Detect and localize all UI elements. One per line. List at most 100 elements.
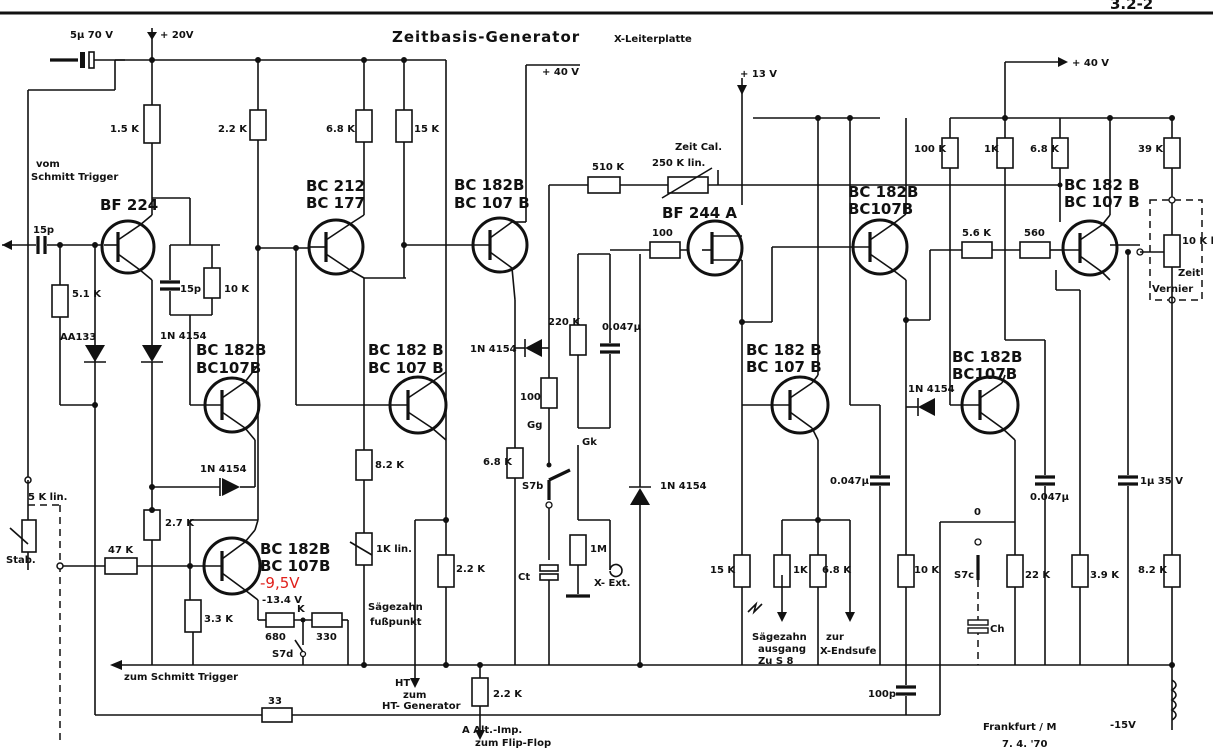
- schmitt-input-label: Schmitt Trigger: [31, 172, 118, 183]
- transistor-q11: BC 182 B BC 107 B: [1061, 176, 1140, 277]
- x-ext-label: X- Ext.: [594, 578, 630, 589]
- pot-1k-label: 1K lin.: [376, 544, 412, 555]
- diode-a-label: 1N 4154: [160, 331, 207, 342]
- q4-label: BF 244 A: [662, 204, 737, 222]
- res-560: [1019, 241, 1051, 259]
- saeg-out-label1: Sägezahn: [752, 632, 807, 643]
- res-330: [311, 612, 343, 628]
- cap-15p-input-label: 15p: [33, 225, 54, 236]
- diagram-title: Zeitbasis-Generator: [392, 28, 580, 46]
- x-endstufe-label: X-Endsufe: [820, 646, 877, 657]
- res-680-label: 680: [265, 632, 286, 643]
- zum-schmitt-label: zum Schmitt Trigger: [124, 672, 238, 683]
- res-2k7: [143, 509, 161, 541]
- q8-label2: BC 107 B: [368, 359, 444, 377]
- q9-label2: BC107B: [848, 200, 913, 218]
- transistor-q3: BC 182B BC 107 B: [452, 176, 530, 274]
- vernier-box: [1149, 199, 1203, 301]
- q3-label1: BC 182B: [454, 176, 524, 194]
- footer-place: Frankfurt / M: [983, 722, 1056, 733]
- pot-5k-lin: [21, 519, 37, 553]
- saeg-out-label3: Zu S 8: [758, 656, 794, 667]
- vom-label: vom: [36, 159, 60, 170]
- rail-40v-label-a: + 40 V: [542, 67, 579, 78]
- q6-label2: BC 107 B: [746, 358, 822, 376]
- q10-label2: BC107B: [952, 365, 1017, 383]
- res-2k2-b: [437, 554, 455, 588]
- res-100-a: [540, 377, 558, 409]
- res-39k: [1163, 137, 1181, 169]
- res-3k9: [1071, 554, 1089, 588]
- stab-label: Stab.: [6, 555, 36, 566]
- transistor-q6: BC 182 B BC 107 B: [742, 341, 830, 435]
- res-15k-a: [395, 109, 413, 143]
- diode-1n4154-a: [142, 345, 162, 362]
- res-6k8-a: [355, 109, 373, 143]
- res-5k1: [51, 284, 69, 318]
- diode-d-label: 1N 4154: [660, 481, 707, 492]
- saeg-out-label2: ausgang: [758, 644, 806, 655]
- supply-minus15-label: -15V: [1110, 720, 1136, 731]
- saegezahn-label: Sägezahn: [368, 602, 423, 613]
- alt-imp-label: A Alt.-Imp.: [462, 725, 522, 736]
- transistor-q2-bc212: BC 212 BC 177: [306, 177, 365, 276]
- res-5k6-label: 5.6 K: [962, 228, 992, 239]
- cap-15p-label: 15p: [180, 284, 201, 295]
- transistor-q9: BC 182B BC107B: [772, 183, 918, 276]
- rail-40v-label-b: + 40 V: [1072, 58, 1109, 69]
- res-10k-b-label: 10 K: [914, 565, 940, 576]
- ht-label: HT: [395, 678, 410, 689]
- diagram-subtitle: X-Leiterplatte: [614, 34, 692, 45]
- res-3k3-label: 3.3 K: [204, 614, 234, 625]
- res-680: [265, 612, 295, 628]
- res-1m-label: 1M: [590, 544, 607, 555]
- diode-1n4154-e: [918, 398, 935, 416]
- res-1m: [569, 534, 587, 566]
- cap-047u-b-label: 0.047µ: [830, 476, 870, 487]
- q6-label1: BC 182 B: [746, 341, 822, 359]
- switch-k-label: K: [297, 604, 306, 615]
- pot-250k-label: 250 K lin.: [652, 158, 705, 169]
- res-33: [261, 707, 293, 723]
- q9-label1: BC 182B: [848, 183, 918, 201]
- transistor-q5: BC 182B BC107B: [190, 341, 266, 434]
- q1-label: BF 224: [100, 196, 158, 214]
- q10-label1: BC 182B: [952, 348, 1022, 366]
- res-6k8-b-label: 6.8 K: [483, 457, 513, 468]
- s7b-label: S7b: [522, 481, 543, 492]
- diode-c-label: 1N 4154: [470, 344, 517, 355]
- gk-label: Gk: [582, 437, 597, 448]
- res-6k8-c-label: 6.8 K: [822, 565, 852, 576]
- gg-label: Gg: [527, 420, 542, 431]
- fusspunkt-label: fußpunkt: [370, 617, 422, 628]
- res-15k-a-label: 15 K: [414, 124, 440, 135]
- q2-label1: BC 212: [306, 177, 365, 195]
- res-1k-c: [996, 137, 1014, 169]
- diode-b-label: 1N 4154: [200, 464, 247, 475]
- res-510k-label: 510 K: [592, 162, 625, 173]
- res-5k6: [961, 241, 993, 259]
- res-1k-c-label: 1K: [984, 144, 1000, 155]
- res-330-label: 330: [316, 632, 337, 643]
- res-100-b-label: 100: [652, 228, 673, 239]
- res-22k-label: 22 K: [1025, 570, 1051, 581]
- q7-label2: BC 107B: [260, 557, 330, 575]
- capacitor-5u-70v: 5µ 70 V: [50, 30, 125, 69]
- zeit-label: Zeit: [1178, 268, 1200, 279]
- res-6k8-b: [506, 447, 524, 479]
- q3-label2: BC 107 B: [454, 194, 530, 212]
- s7c-label: S7c: [954, 570, 974, 581]
- res-1k5: [143, 104, 161, 144]
- q5-label1: BC 182B: [196, 341, 266, 359]
- zur-label: zur: [826, 632, 844, 643]
- cap-047u-a-label: 0.047µ: [602, 322, 642, 333]
- cap-1u-label: 1µ 35 V: [1140, 476, 1183, 487]
- res-6k8-a-label: 6.8 K: [326, 124, 356, 135]
- res-2k2-c-label: 2.2 K: [493, 689, 523, 700]
- diode-1n4154-b: [222, 478, 240, 496]
- res-22k: [1006, 554, 1024, 588]
- res-2k2-c: [471, 677, 489, 707]
- res-2k2-a-label: 2.2 K: [218, 124, 248, 135]
